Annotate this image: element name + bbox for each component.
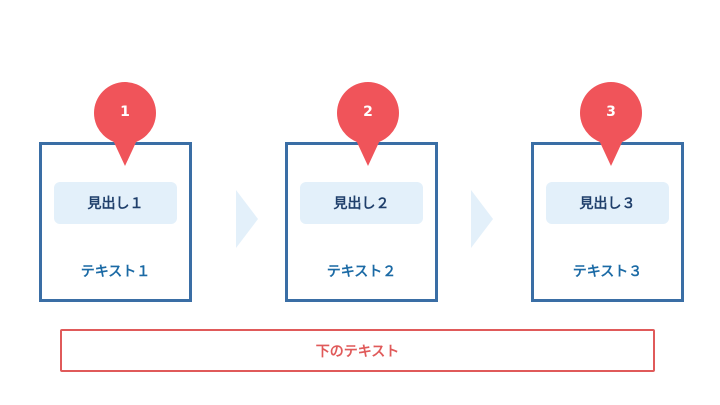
- map-pin-icon: [337, 82, 399, 166]
- step-card-3: 見出し３ テキスト３: [531, 142, 684, 302]
- map-pin-icon: [94, 82, 156, 166]
- step-text-3: テキスト３: [572, 264, 643, 280]
- step-text-1: テキスト１: [80, 264, 151, 280]
- chevron-right-icon: [471, 190, 493, 248]
- step-heading-2: 見出し２: [300, 182, 423, 224]
- pin-marker-2: 2: [335, 82, 401, 168]
- step-card-1: 見出し１ テキスト１: [39, 142, 192, 302]
- bottom-text-box: 下のテキスト: [60, 329, 655, 372]
- pin-number-2: 2: [363, 104, 373, 120]
- chevron-right-icon: [236, 190, 258, 248]
- step-heading-3: 見出し３: [546, 182, 669, 224]
- pin-marker-1: 1: [92, 82, 158, 168]
- pin-marker-3: 3: [578, 82, 644, 168]
- step-text-2: テキスト２: [326, 264, 397, 280]
- step-heading-1: 見出し１: [54, 182, 177, 224]
- step-card-2: 見出し２ テキスト２: [285, 142, 438, 302]
- pin-number-1: 1: [120, 104, 130, 120]
- pin-number-3: 3: [606, 104, 616, 120]
- map-pin-icon: [580, 82, 642, 166]
- bottom-text: 下のテキスト: [315, 343, 400, 360]
